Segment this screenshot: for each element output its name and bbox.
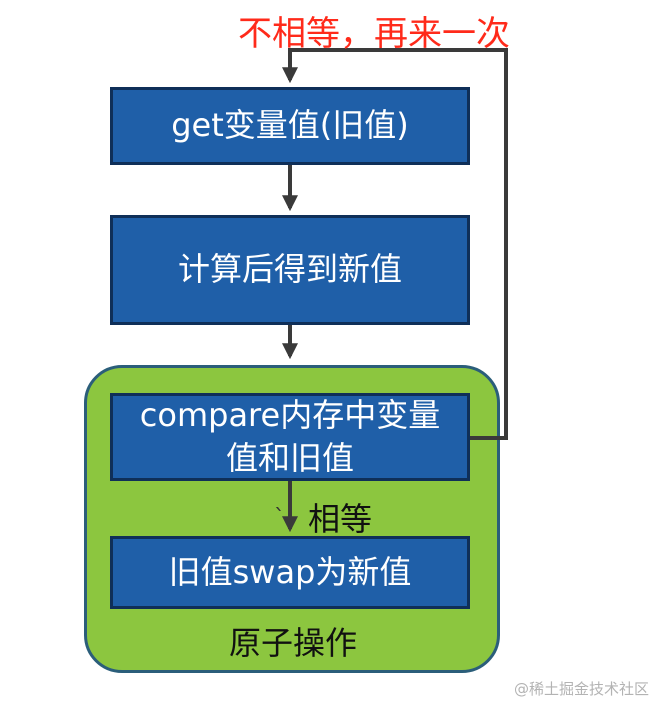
step-swap: 旧值swap为新值 [110, 536, 470, 609]
step-compare: compare内存中变量值和旧值 [110, 393, 470, 481]
step-compute-new-value: 计算后得到新值 [110, 215, 470, 325]
tick-mark: ` [274, 506, 285, 531]
step-compare-label: compare内存中变量值和旧值 [139, 395, 441, 477]
watermark: @稀土掘金技术社区 [514, 680, 650, 698]
atomic-operation-label: 原子操作 [229, 624, 358, 662]
retry-loop-line [282, 48, 508, 440]
step-compute-new-value-label: 计算后得到新值 [177, 250, 402, 289]
retry-label: 不相等，再来一次 [238, 14, 510, 54]
step-get-old-value-label: get变量值(旧值) [171, 106, 409, 145]
equal-label: 相等 [308, 500, 373, 538]
step-get-old-value: get变量值(旧值) [110, 87, 470, 165]
step-swap-label: 旧值swap为新值 [168, 552, 412, 591]
